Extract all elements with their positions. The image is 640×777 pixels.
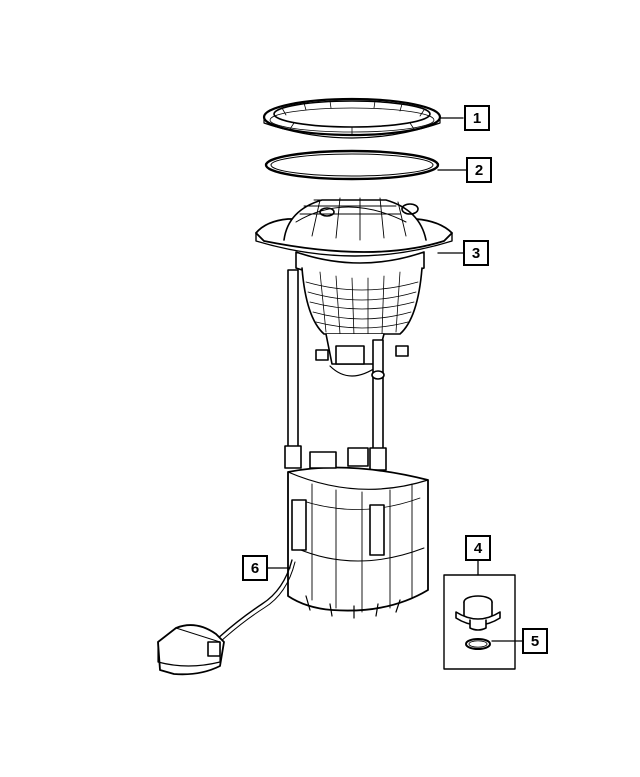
level-sender bbox=[157, 559, 296, 676]
callout-5: 5 bbox=[522, 628, 548, 654]
callout-1: 1 bbox=[464, 105, 490, 131]
o-ring-seal bbox=[264, 149, 440, 181]
module-flange bbox=[255, 197, 453, 280]
fuel-reservoir bbox=[287, 447, 429, 619]
callout-3: 3 bbox=[463, 240, 489, 266]
pressure-regulator-box bbox=[443, 574, 516, 670]
callout-2: 2 bbox=[466, 157, 492, 183]
callout-leaders bbox=[267, 117, 523, 642]
lock-ring bbox=[262, 97, 442, 139]
callout-4: 4 bbox=[465, 535, 491, 561]
support-rods bbox=[284, 269, 387, 471]
callout-6: 6 bbox=[242, 555, 268, 581]
filter-basket bbox=[301, 267, 423, 377]
